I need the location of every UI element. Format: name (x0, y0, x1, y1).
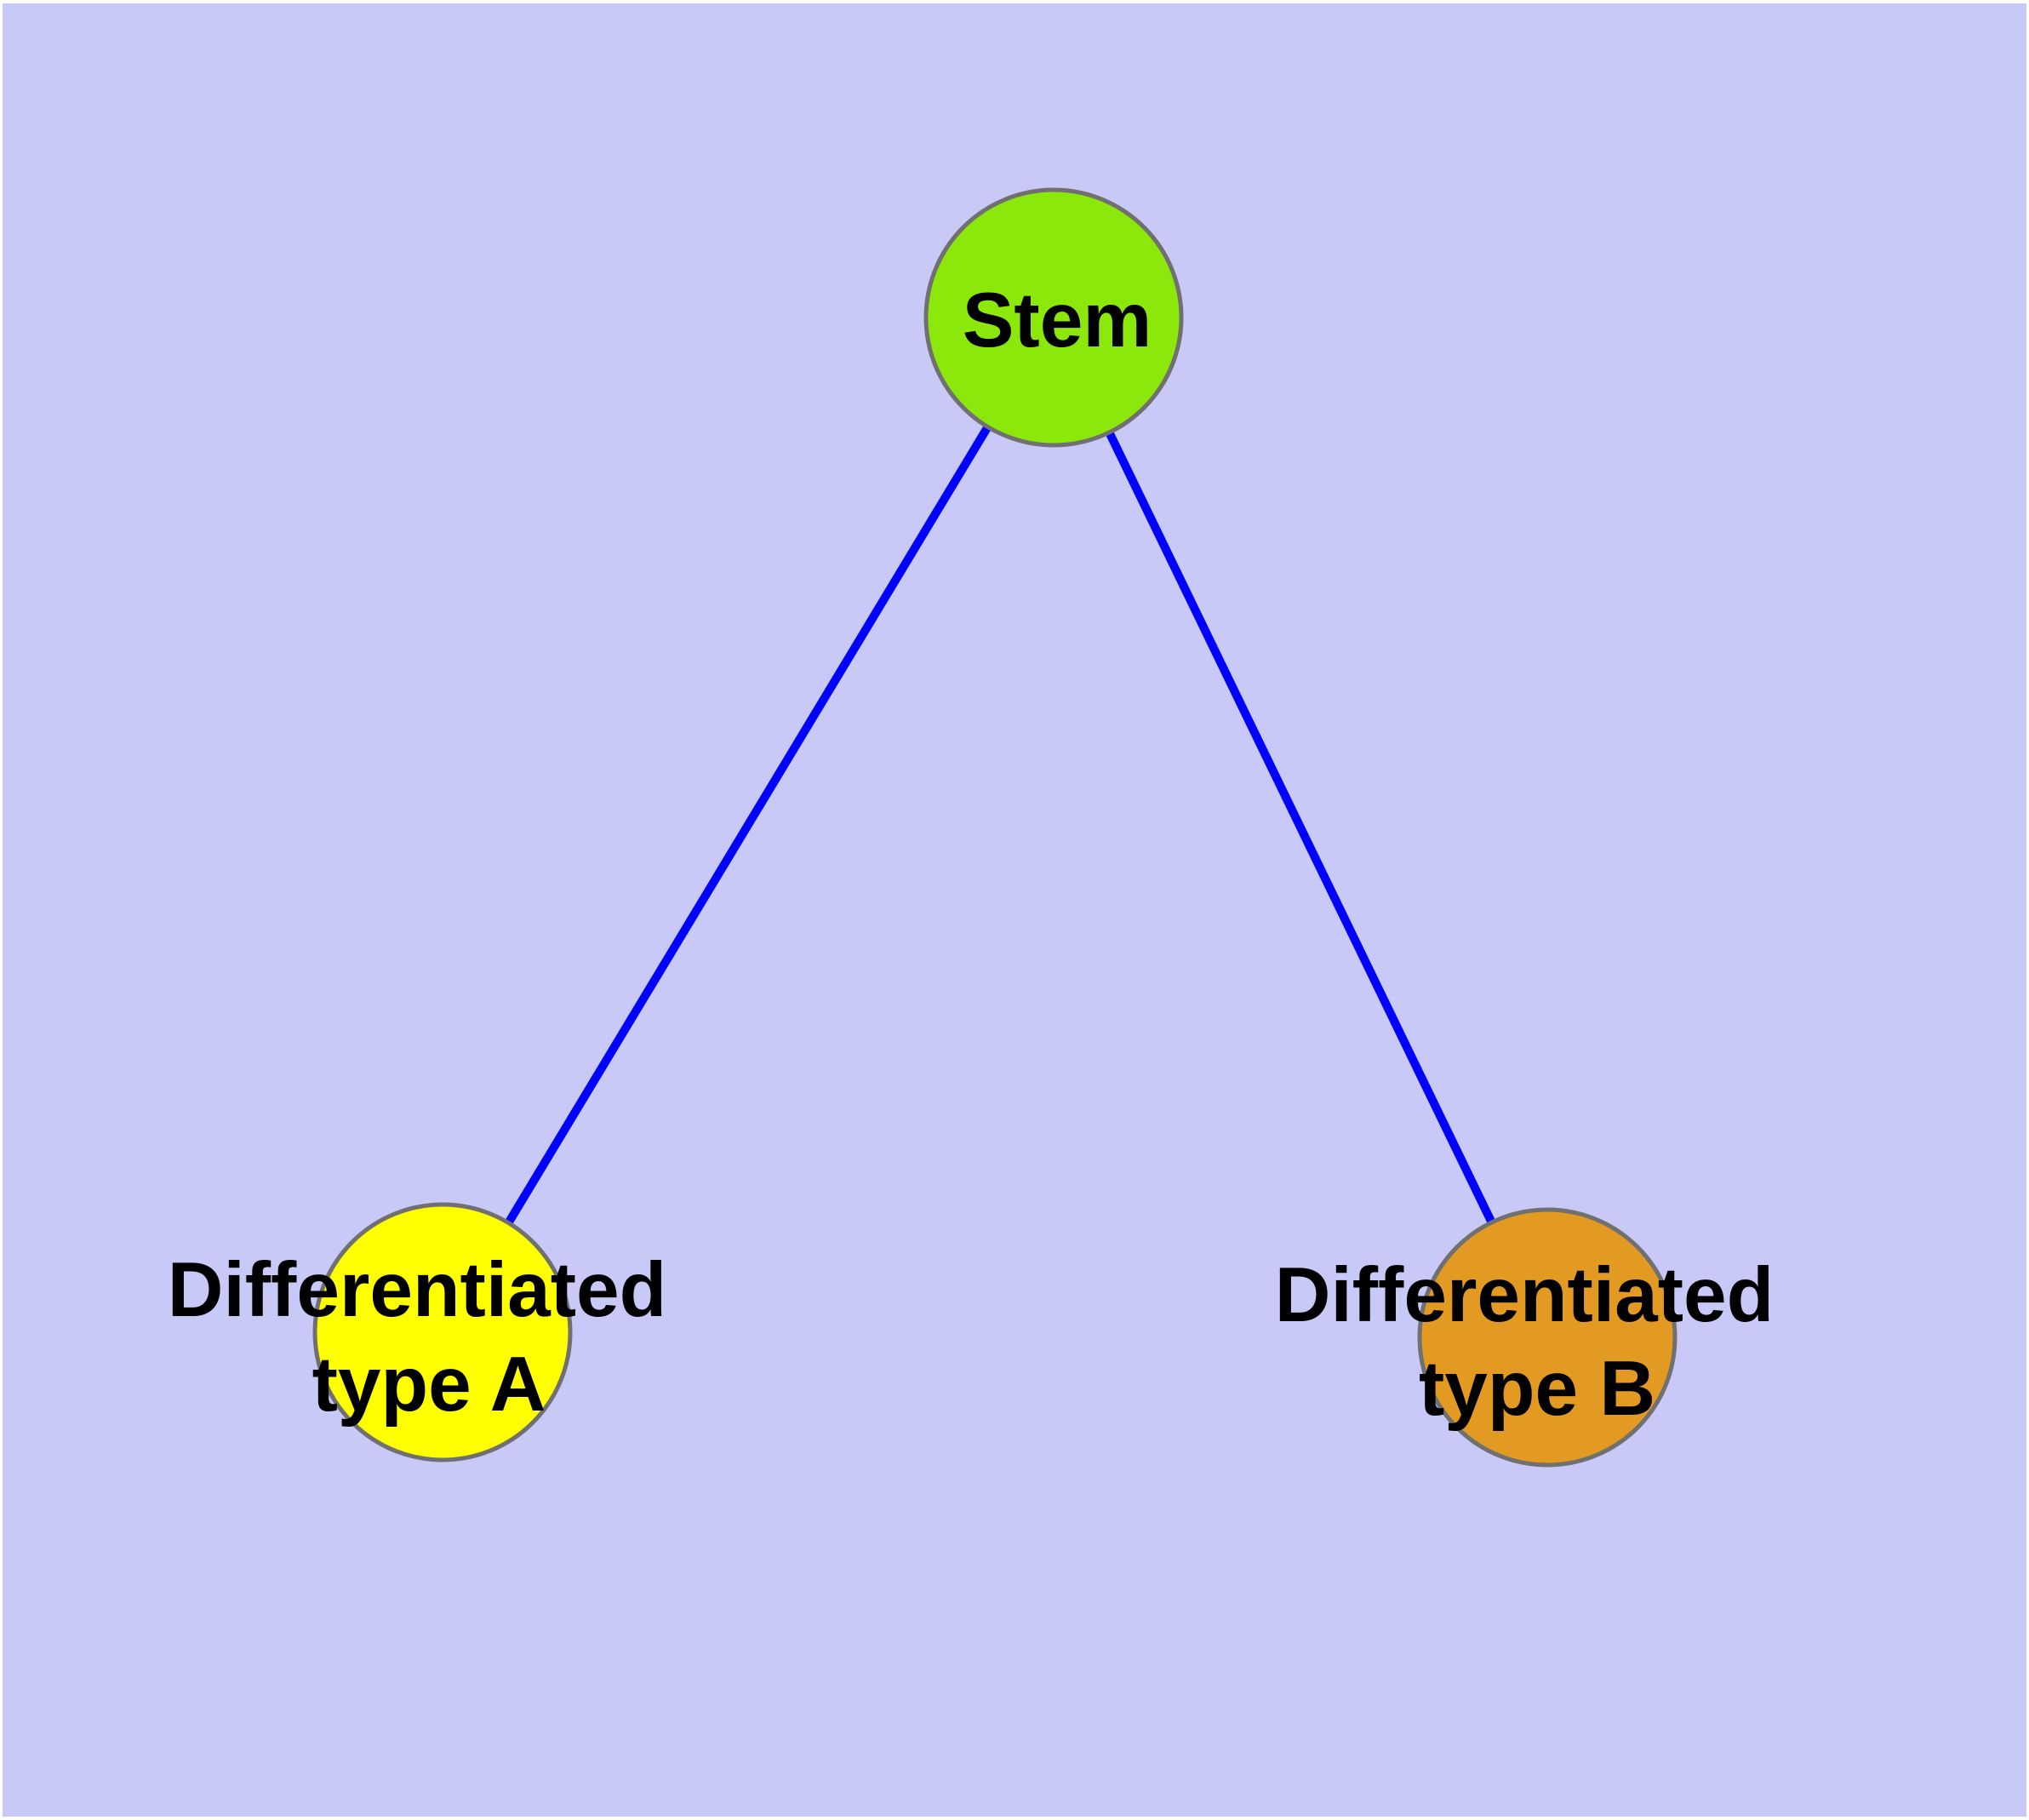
node-stem-circle[interactable] (923, 187, 1184, 448)
node-type-a-circle[interactable] (312, 1202, 573, 1462)
node-type-b-label-line1: Differentiated (1275, 1252, 1775, 1338)
node-type-b-label-line2: type B (1419, 1346, 1655, 1432)
node-type-b-circle[interactable] (1417, 1207, 1677, 1468)
node-stem-label: Stem (963, 278, 1152, 363)
node-type-a-label-line1: Differentiated (168, 1247, 667, 1333)
edge-stem-to-type-b[interactable] (1049, 315, 1552, 1340)
edge-stem-to-type-a[interactable] (438, 315, 1058, 1335)
node-type-a-label-line2: type A (312, 1342, 546, 1428)
